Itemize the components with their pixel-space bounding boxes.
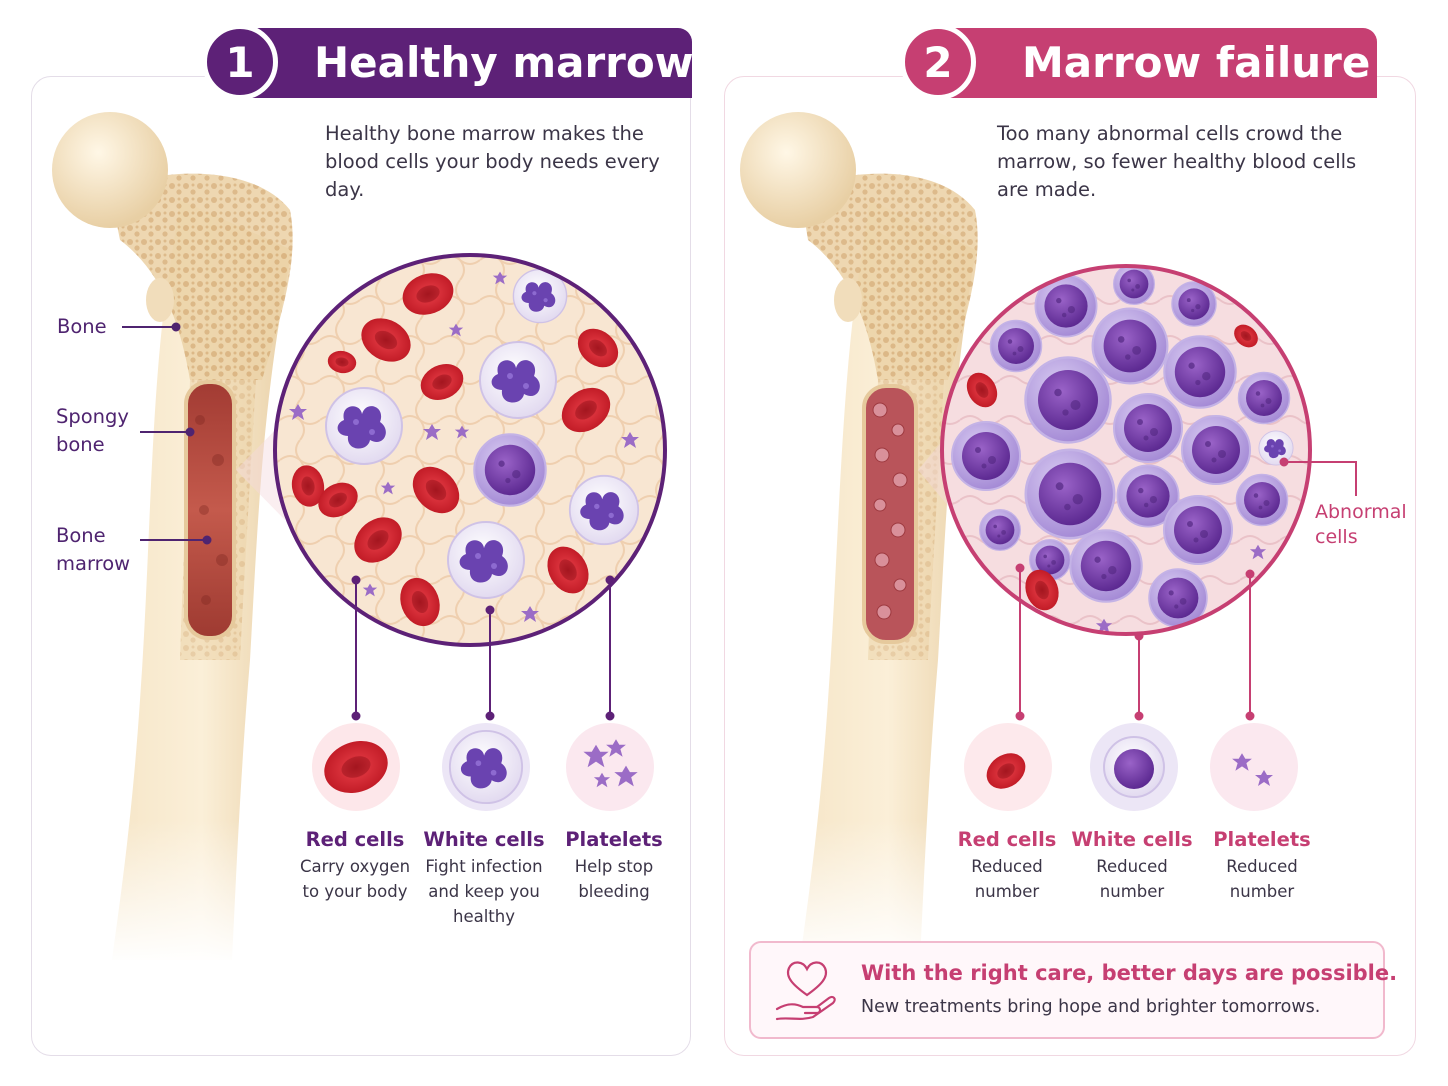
cell-name: Platelets (1192, 826, 1332, 854)
failure-intro-text: Too many abnormal cells crowd the marrow… (997, 120, 1377, 204)
bone-label: Bone (57, 313, 107, 341)
platelets-reduced-caption: Platelets Reduced number (1192, 826, 1332, 904)
cell-desc: Reduced (1062, 854, 1202, 879)
cell-desc: healthy (414, 904, 554, 929)
label-line: Abnormal (1315, 500, 1407, 525)
cell-desc: Reduced (937, 854, 1077, 879)
hope-callout: With the right care, better days are pos… (749, 941, 1385, 1039)
cell-name: Red cells (937, 826, 1077, 854)
hope-title: With the right care, better days are pos… (861, 961, 1397, 985)
cell-desc: and keep you (414, 879, 554, 904)
platelets-caption: Platelets Help stop bleeding (544, 826, 684, 904)
cell-name: Platelets (544, 826, 684, 854)
red-cells-caption: Red cells Carry oxygen to your body (285, 826, 425, 904)
white-cells-reduced-caption: White cells Reduced number (1062, 826, 1202, 904)
cell-desc: Reduced (1192, 854, 1332, 879)
cell-desc: Carry oxygen (285, 854, 425, 879)
red-cell-reduced-icon (964, 723, 1052, 811)
cell-desc: to your body (285, 879, 425, 904)
cell-desc: Help stop (544, 854, 684, 879)
panel-title: Marrow failure (1022, 28, 1370, 98)
cell-desc: number (937, 879, 1077, 904)
white-cell-icon (442, 723, 530, 811)
platelets-reduced-icon (1210, 723, 1298, 811)
spongy-bone-label: Spongy bone (56, 403, 129, 459)
cell-desc: number (1192, 879, 1332, 904)
step-number-badge: 1 (202, 24, 278, 100)
panel-title: Healthy marrow (314, 28, 694, 98)
label-line: bone (56, 431, 129, 459)
abnormal-cells-label: Abnormal cells (1315, 500, 1407, 550)
cell-name: Red cells (285, 826, 425, 854)
healthy-marrow-header: 1 Healthy marrow (202, 28, 692, 98)
label-line: marrow (56, 550, 130, 578)
red-cells-reduced-caption: Red cells Reduced number (937, 826, 1077, 904)
cell-desc: Fight infection (414, 854, 554, 879)
platelets-icon (566, 723, 654, 811)
step-number-badge: 2 (900, 24, 976, 100)
label-line: Bone (56, 522, 130, 550)
hope-subtitle: New treatments bring hope and brighter t… (861, 997, 1320, 1017)
cell-name: White cells (414, 826, 554, 854)
white-cell-reduced-icon (1090, 723, 1178, 811)
cell-desc: bleeding (544, 879, 684, 904)
label-line: Spongy (56, 403, 129, 431)
red-cell-icon (312, 723, 400, 811)
cell-name: White cells (1062, 826, 1202, 854)
marrow-failure-magnified-view (930, 250, 1330, 650)
white-cells-caption: White cells Fight infection and keep you… (414, 826, 554, 929)
cell-desc: number (1062, 879, 1202, 904)
healthy-intro-text: Healthy bone marrow makes the blood cell… (325, 120, 665, 204)
heart-hand-icon (771, 955, 843, 1027)
label-line: cells (1315, 525, 1407, 550)
bone-marrow-label: Bone marrow (56, 522, 130, 578)
marrow-failure-header: 2 Marrow failure (900, 28, 1377, 98)
